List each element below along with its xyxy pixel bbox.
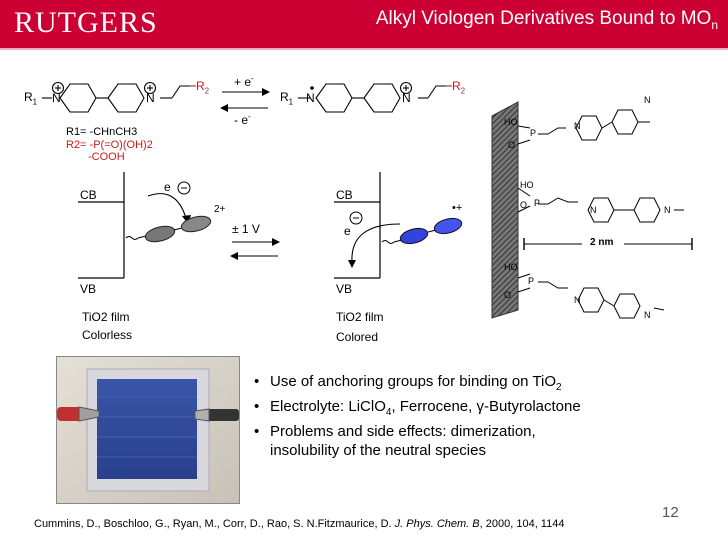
right-state-label: Colored	[336, 330, 379, 344]
voltage-label: ± 1 V	[232, 222, 260, 236]
header-bar: RUTGERS Alkyl Viologen Derivatives Bound…	[0, 0, 728, 48]
reaction-scheme	[42, 81, 452, 113]
bullet-list: • Use of anchoring groups for binding on…	[254, 372, 694, 466]
right-vb-label: VB	[336, 282, 353, 296]
bullet-item: • Electrolyte: LiClO4, Ferrocene, γ-Buty…	[254, 397, 694, 422]
citation: Cummins, D., Boschloo, G., Ryan, M., Cor…	[34, 518, 564, 530]
left-r2-label: R2	[196, 79, 210, 96]
right-r2-label: R2	[452, 79, 466, 96]
left-r1-label: R1	[24, 90, 38, 107]
r2-definition-cooh: -COOH	[88, 151, 125, 163]
citation-details: , 2000, 104, 1144	[479, 518, 565, 530]
surface-ho-2: HO	[520, 180, 534, 190]
surface-ho-3: HO	[504, 262, 518, 272]
left-cb-label: CB	[80, 188, 97, 202]
device-photo-image	[57, 357, 239, 503]
surface-n-6: N	[644, 310, 651, 320]
surface-n-4: N	[664, 205, 671, 215]
bullet-dot: •	[254, 423, 260, 440]
bullet-text: Use of anchoring groups for binding on T…	[270, 373, 562, 393]
slide-title: Alkyl Viologen Derivatives Bound to MOn	[376, 8, 718, 32]
right-n2-label: N	[402, 91, 411, 105]
slide-title-main: Alkyl Viologen Derivatives Bound to MO	[375, 8, 712, 29]
bullet-item: • Use of anchoring groups for binding on…	[254, 372, 694, 397]
slide-title-sub: n	[711, 17, 718, 32]
surface-o-3: O	[504, 290, 512, 300]
bullet-text: Electrolyte: LiClO4, Ferrocene, γ-Butyro…	[270, 398, 581, 418]
left-charge-label: 2+	[214, 204, 226, 215]
surface-n-2: N	[644, 95, 651, 105]
surface-n-5: N	[574, 295, 581, 305]
bullet-text: Problems and side effects: dimerization,…	[270, 423, 536, 459]
surface-o-2: O	[520, 200, 528, 210]
left-electron-label: e	[164, 180, 171, 194]
citation-journal: J. Phys. Chem. B	[394, 518, 480, 530]
citation-authors: Cummins, D., Boschloo, G., Ryan, M., Cor…	[34, 518, 395, 530]
left-state-label: Colorless	[82, 328, 133, 342]
header-rule	[0, 48, 728, 50]
surface-p-2: P	[534, 198, 541, 208]
page-number: 12	[662, 504, 679, 521]
right-electron-label: e	[344, 224, 351, 238]
surface-o-1: O	[508, 140, 516, 150]
surface-diagram	[491, 101, 693, 319]
minus-electron-label: - e-	[234, 112, 251, 127]
surface-n-1: N	[574, 121, 581, 131]
band-diagrams	[78, 172, 463, 279]
surface-ho-1: HO	[504, 117, 518, 127]
left-vb-label: VB	[80, 282, 97, 296]
left-n2-label: N	[146, 91, 155, 105]
surface-n-3: N	[590, 205, 597, 215]
surface-p-3: P	[528, 276, 535, 286]
right-cb-label: CB	[336, 188, 353, 202]
distance-label: 2 nm	[590, 237, 614, 248]
r2-definition: R2= -P(=O)(OH)2	[66, 139, 153, 151]
right-charge-label: •+	[452, 202, 463, 214]
plus-electron-label: + e-	[234, 74, 254, 89]
right-film-label: TiO2 film	[336, 310, 384, 324]
right-r1-label: R1	[280, 90, 294, 107]
left-film-label: TiO2 film	[82, 310, 130, 324]
device-photo	[56, 356, 240, 504]
bullet-item: • Problems and side effects: dimerizatio…	[254, 422, 694, 466]
left-n-label: N	[52, 91, 61, 105]
bullet-dot: •	[254, 373, 260, 390]
r1-definition: R1= -CHnCH3	[66, 126, 138, 138]
rutgers-logo: RUTGERS	[14, 6, 158, 39]
surface-p-1: P	[530, 128, 537, 138]
bullet-dot: •	[254, 398, 260, 415]
right-n-label: N	[306, 91, 315, 105]
